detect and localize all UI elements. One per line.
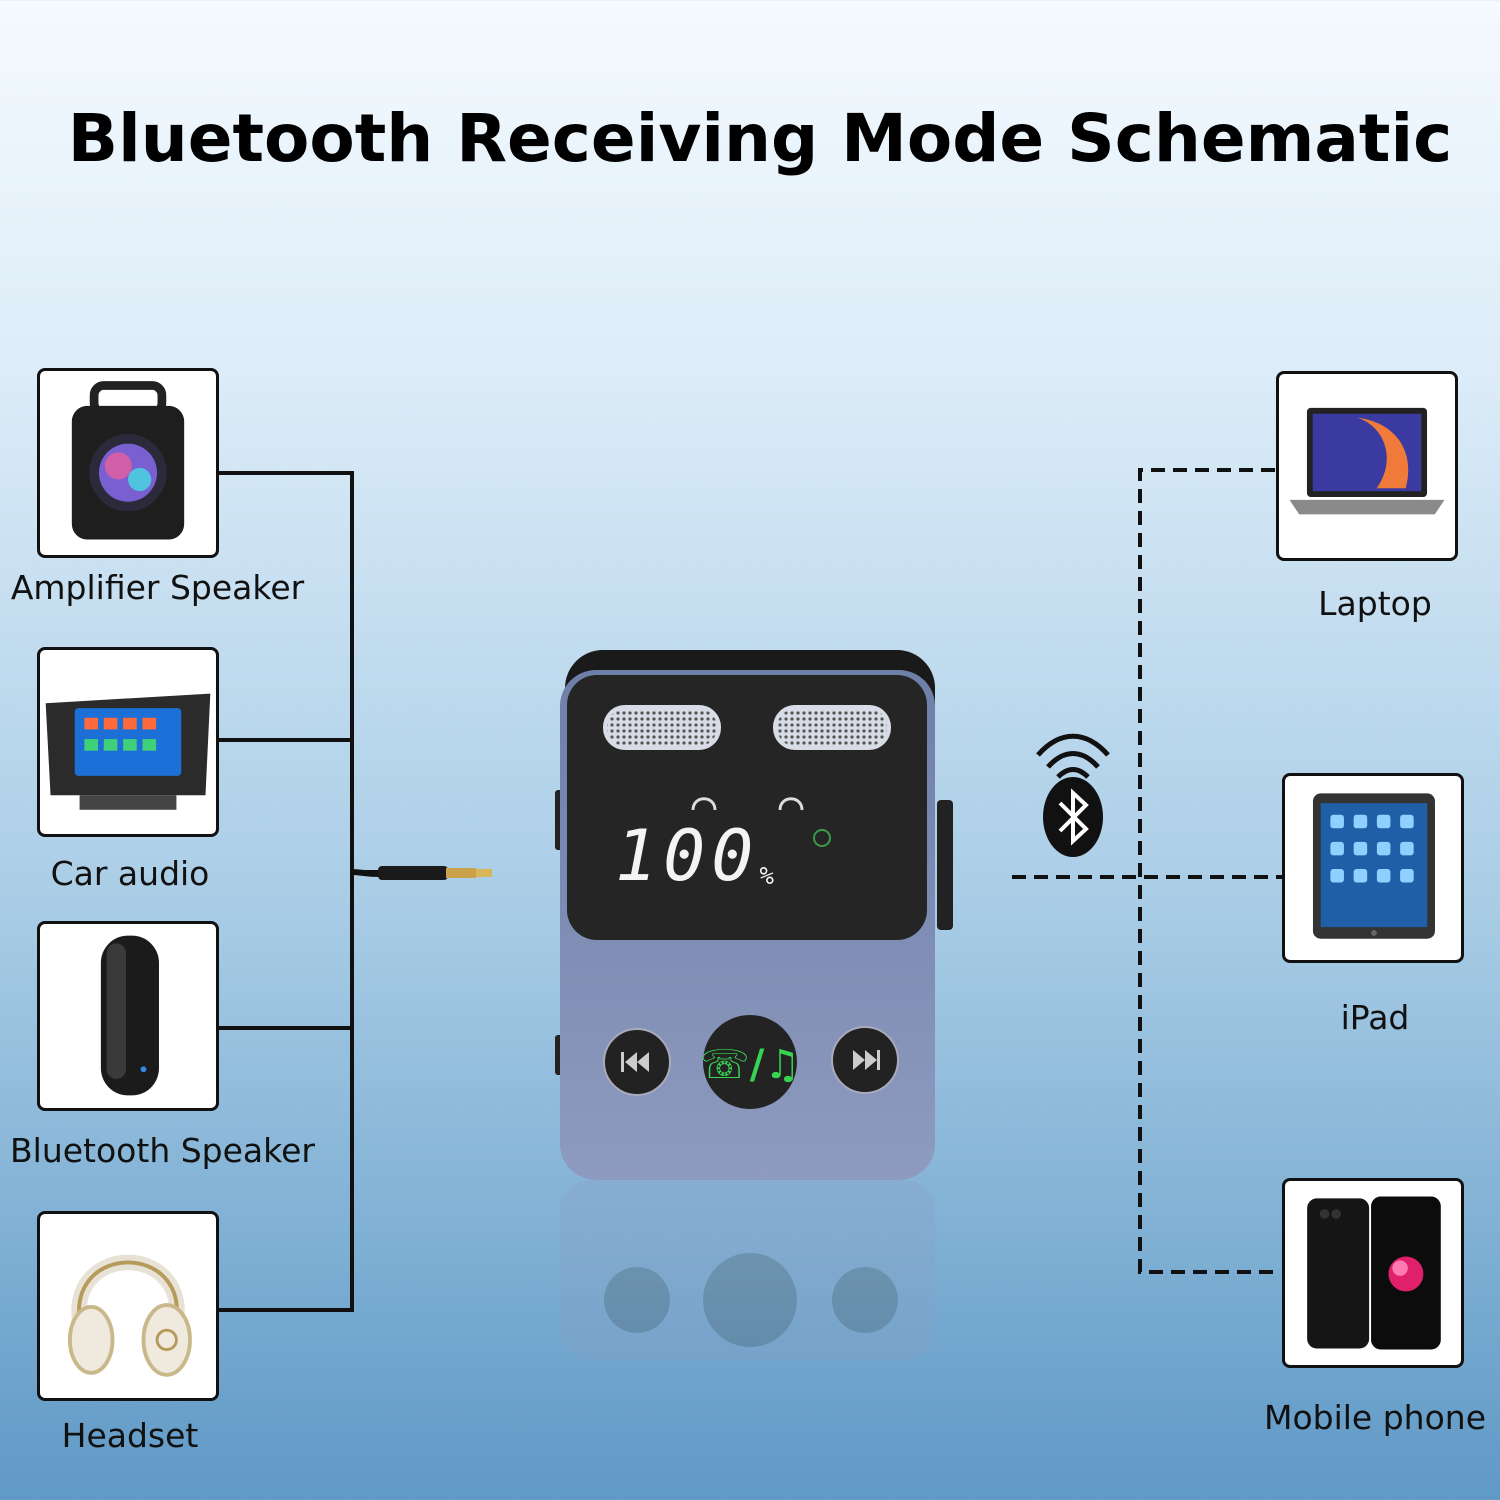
laptop-icon: [1289, 407, 1445, 515]
aux-cable-icon: [351, 866, 492, 880]
headset-label: Headset: [61, 1416, 199, 1455]
car-audio-label: Car audio: [50, 854, 210, 893]
car-audio-box: [37, 647, 219, 837]
battery-display: 100%: [615, 815, 845, 897]
mobile-phone-icon: [1307, 1196, 1441, 1350]
ipad-icon: [1312, 793, 1435, 939]
device-reflection: [560, 1180, 935, 1360]
mobile-phone-box: [1282, 1178, 1464, 1368]
ipad-box: [1282, 773, 1464, 963]
car-audio-icon: [45, 693, 211, 810]
bluetooth-speaker-icon: [100, 935, 159, 1096]
headset-icon: [67, 1254, 192, 1377]
ipad-label: iPad: [1340, 998, 1410, 1037]
mobile-phone-label: Mobile phone: [1263, 1398, 1486, 1437]
headset-box: [37, 1211, 219, 1401]
amplifier-speaker-box: [37, 368, 219, 558]
amplifier-speaker-label: Amplifier Speaker: [10, 568, 305, 607]
laptop-label: Laptop: [1318, 584, 1432, 623]
bluetooth-signal-icon: [1036, 733, 1110, 857]
svg-text:☏/♫: ☏/♫: [700, 1042, 801, 1088]
laptop-box: [1276, 371, 1458, 561]
bluetooth-speaker-label: Bluetooth Speaker: [10, 1131, 315, 1170]
bluetooth-receiver-device: ☏/♫: [555, 650, 953, 1180]
page-title: Bluetooth Receiving Mode Schematic: [67, 100, 1453, 177]
battery-unit: %: [759, 862, 774, 890]
battery-value: 100: [615, 815, 760, 897]
bluetooth-speaker-box: [37, 921, 219, 1111]
amplifier-speaker-icon: [71, 381, 185, 540]
